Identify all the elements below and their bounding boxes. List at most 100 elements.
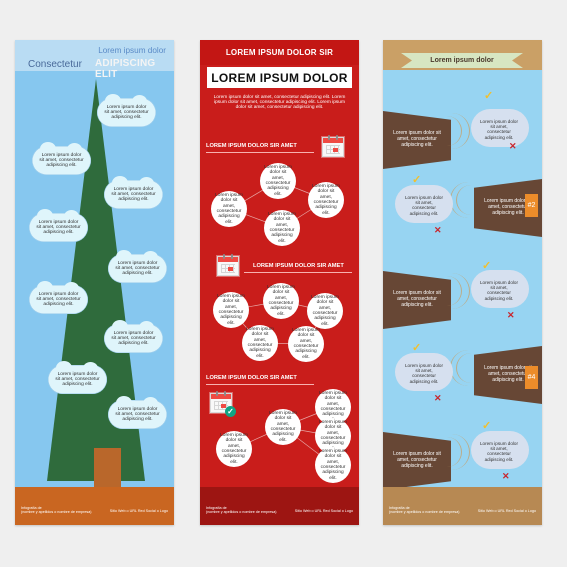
cross-icon: ✕ [434,393,442,403]
speech-text: Lorem ipsum dolor sit amet, consectetur … [404,195,444,216]
cloud-note: Lorem ipsum dolor sit amet, consectetur … [29,281,88,314]
speech-cloud [471,109,529,147]
info-circle: Lorem ipsum dolor sit amet, consectetur … [211,191,247,227]
cloud-note: Lorem ipsum dolor sit amet, consectetur … [29,209,88,242]
info-circle: Lorem ipsum dolor sit amet, consectetur … [213,292,249,328]
cloud-text: Lorem ipsum dolor sit amet, consectetur … [55,371,100,388]
signal-arc [450,182,471,218]
step-text: Lorem ipsum dolor sit amet, consectetur … [393,451,441,469]
speech-text: Lorem ipsum dolor sit amet, consectetur … [479,441,519,462]
title-ribbon [401,53,523,68]
step-text: Lorem ipsum dolor sit amet, consectetur … [484,198,532,216]
info-circle: Lorem ipsum dolor sit amet, consectetur … [263,283,299,319]
check-icon: ✓ [482,420,492,432]
top-title: LOREM IPSUM DOLOR SIR [225,48,334,57]
speech-cloud [471,431,529,469]
panel-footer: Infografía de (nombre y apellidos o nomb… [200,487,359,525]
step-card: Lorem ipsum dolor sit amet, consectetur … [383,432,451,490]
circle-text: Lorem ipsum dolor sit amet, consectetur … [312,184,340,216]
speech-text: Lorem ipsum dolor sit amet, consectetur … [479,280,519,301]
section-divider [244,272,352,273]
circle-text: Lorem ipsum dolor sit amet, consectetur … [311,295,339,327]
panel-title-word: Consectetur [28,59,82,70]
info-circle: Lorem ipsum dolor sit amet, consectetur … [260,163,296,199]
panel-title-highlight: ADIPISCING ELIT [95,58,156,80]
step-text: Lorem ipsum dolor sit amet, consectetur … [393,290,441,308]
info-circle: Lorem ipsum dolor sit amet, consectetur … [242,325,278,361]
check-icon: ✓ [412,342,422,354]
panel-header: Lorem ipsum dolor [383,40,542,70]
signal-arc [450,350,471,386]
calendar-icon [217,254,239,276]
info-circle: Lorem ipsum dolor sit amet, consectetur … [264,210,300,246]
panel-footer: Infografía de (nombre y apellidos o nomb… [15,487,174,525]
footer-credit: Infografía de (nombre y apellidos o nomb… [389,505,460,514]
cloud-text: Lorem ipsum dolor sit amet, consectetur … [36,291,81,308]
circle-text: Lorem ipsum dolor sit amet, consectetur … [267,285,295,317]
step-card: Lorem ipsum dolor sit amet, consectetur … [383,271,451,329]
circle-text: Lorem ipsum dolor sit amet, consectetur … [269,411,297,443]
cross-icon: ✕ [509,141,517,151]
info-circle: Lorem ipsum dolor sit amet, consectetur … [216,431,252,467]
ribbon-title: Lorem ipsum dolor [430,57,494,64]
cloud-note: Lorem ipsum dolor sit amet, consectetur … [108,396,167,429]
info-circle: Lorem ipsum dolor sit amet, consectetur … [307,293,343,329]
speech-cloud [471,270,529,308]
signal-arc [449,434,470,470]
check-icon: ✓ [225,406,236,417]
info-circle: Lorem ipsum dolor sit amet, consectetur … [288,326,324,362]
cloud-text: Lorem ipsum dolor sit amet, consectetur … [39,152,84,169]
cross-icon: ✕ [502,471,510,481]
circle-text: Lorem ipsum dolor sit amet, consectetur … [217,294,245,326]
cloud-note: Lorem ipsum dolor sit amet, consectetur … [104,176,163,209]
cross-icon: ✕ [434,225,442,235]
cloud-note: Lorem ipsum dolor sit amet, consectetur … [108,250,167,283]
step-card: Lorem ipsum dolor sit amet, consectetur … [383,111,451,169]
info-circle: Lorem ipsum dolor sit amet, consectetur … [265,409,301,445]
speech-cloud [395,353,453,391]
section-title: LOREM IPSUM DOLOR SIR AMET [206,375,297,381]
cloud-note: Lorem ipsum dolor sit amet, consectetur … [32,142,91,175]
calendar-icon [322,135,344,157]
circle-text: Lorem ipsum dolor sit amet, consectetur … [268,212,296,244]
circle-text: Lorem ipsum dolor sit amet, consectetur … [319,449,347,481]
circle-text: Lorem ipsum dolor sit amet, consectetur … [246,327,274,359]
step-text: Lorem ipsum dolor sit amet, consectetur … [484,365,532,383]
intro-text: Lorem ipsum dolor sit amet, consectetur … [213,95,346,111]
speech-text: Lorem ipsum dolor sit amet, consectetur … [404,363,444,384]
footer-site: Sitio Web o URL Red Social o Logo [477,508,536,513]
panel-footer: Infografía de (nombre y apellidos o nomb… [383,487,542,525]
infographic-panel-steps: Lorem ipsum dolor #1 Lorem ipsum dolor s… [383,40,542,525]
section-divider [206,384,314,385]
section-title: LOREM IPSUM DOLOR SIR AMET [253,263,344,269]
check-icon: ✓ [482,260,492,272]
cloud-text: Lorem ipsum dolor sit amet, consectetur … [36,219,81,236]
speech-text: Lorem ipsum dolor sit amet, consectetur … [479,119,519,140]
check-icon: ✓ [412,174,422,186]
cloud-text: Lorem ipsum dolor sit amet, consectetur … [111,186,156,203]
top-banner: LOREM IPSUM DOLOR SIR [200,40,359,65]
cloud-text: Lorem ipsum dolor sit amet, consectetur … [104,104,149,121]
panel-header: Lorem ipsum dolor Consectetur ADIPISCING… [15,40,174,80]
footer-site: Sitio Web o URL Red Social o Logo [294,508,353,513]
step-number-badge: #2 [525,194,538,217]
info-circle: Lorem ipsum dolor sit amet, consectetur … [308,182,344,218]
infographic-panel-tree: Lorem ipsum dolor Consectetur ADIPISCING… [15,40,174,525]
main-title: LOREM IPSUM DOLOR [211,70,348,85]
infographic-panel-network: LOREM IPSUM DOLOR SIR LOREM IPSUM DOLOR … [200,40,359,525]
signal-arc [449,113,470,149]
cloud-note: Lorem ipsum dolor sit amet, consectetur … [97,94,156,127]
cloud-text: Lorem ipsum dolor sit amet, consectetur … [115,406,160,423]
section-title: LOREM IPSUM DOLOR SIR AMET [206,143,297,149]
cloud-text: Lorem ipsum dolor sit amet, consectetur … [111,330,156,347]
cloud-text: Lorem ipsum dolor sit amet, consectetur … [115,260,160,277]
footer-credit: Infografía de (nombre y apellidos o nomb… [21,505,92,514]
footer-credit: Infografía de (nombre y apellidos o nomb… [206,505,277,514]
signal-arc [449,273,470,309]
section-divider [206,152,314,153]
cross-icon: ✕ [507,310,515,320]
circle-text: Lorem ipsum dolor sit amet, consectetur … [292,328,320,360]
info-circle: Lorem ipsum dolor sit amet, consectetur … [315,447,351,483]
calendar-check-icon: ✓ [210,391,236,417]
